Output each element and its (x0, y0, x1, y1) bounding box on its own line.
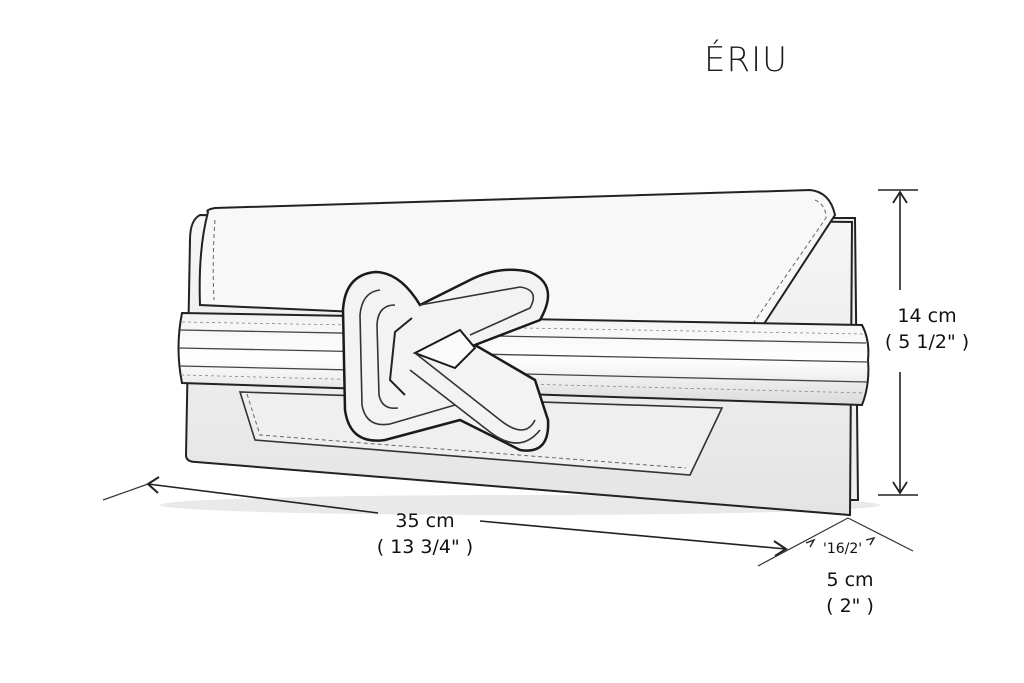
knot-buckle (341, 268, 550, 452)
depth-scribble: '16/2' (823, 541, 863, 557)
depth-dimension-arrow (757, 517, 914, 567)
height-label: 14 cm ( 5 1/2" ) (882, 303, 972, 355)
length-label: 35 cm ( 13 3/4" ) (360, 508, 490, 560)
depth-metric: 5 cm (826, 569, 874, 591)
height-imperial: ( 5 1/2" ) (884, 331, 970, 353)
product-title: ÉRIU (704, 40, 789, 80)
length-metric: 35 cm (395, 510, 455, 532)
depth-label: 5 cm ( 2" ) (805, 567, 895, 619)
length-dimension-arrow (102, 476, 788, 557)
height-metric: 14 cm (897, 305, 957, 327)
length-imperial: ( 13 3/4" ) (376, 536, 474, 558)
height-dimension-arrow (878, 189, 918, 496)
depth-imperial: ( 2" ) (826, 595, 874, 617)
